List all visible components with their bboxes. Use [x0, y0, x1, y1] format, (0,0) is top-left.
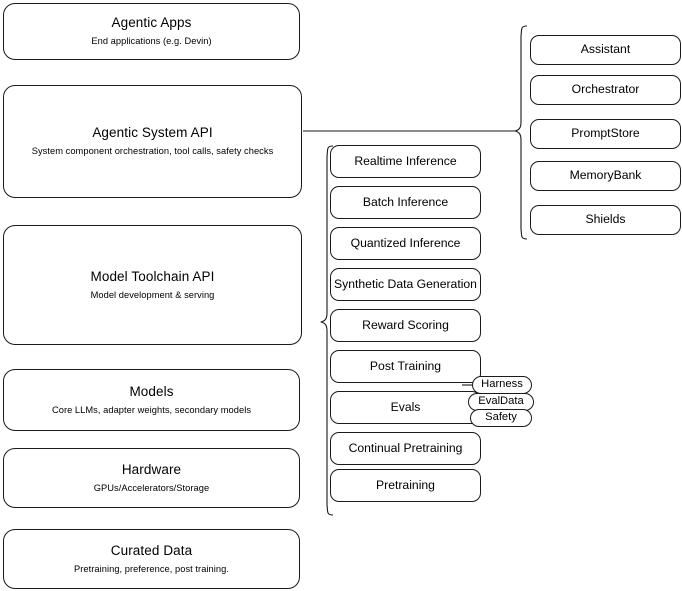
layer-title: Hardware — [121, 461, 182, 477]
layer-models[interactable]: Models Core LLMs, adapter weights, secon… — [3, 369, 300, 431]
system-item-assistant[interactable]: Assistant — [530, 35, 681, 65]
system-item-orchestrator[interactable]: Orchestrator — [530, 75, 681, 105]
layer-title: Agentic System API — [92, 125, 213, 141]
toolchain-item-pretraining[interactable]: Pretraining — [330, 469, 481, 502]
toolchain-item-label: Pretraining — [376, 477, 435, 492]
layer-title: Curated Data — [110, 542, 193, 558]
toolchain-item-label: Reward Scoring — [362, 317, 449, 332]
toolchain-item-label: Post Training — [369, 358, 442, 373]
layer-agentic-apps[interactable]: Agentic Apps End applications (e.g. Devi… — [3, 3, 300, 60]
layer-subtitle: Core LLMs, adapter weights, secondary mo… — [51, 404, 252, 415]
evals-badge-safety[interactable]: Safety — [470, 409, 532, 427]
system-item-label: PromptStore — [571, 126, 640, 141]
toolchain-item-label: Quantized Inference — [350, 235, 461, 250]
evals-badge-label: Safety — [485, 411, 517, 424]
layer-curated-data[interactable]: Curated Data Pretraining, preference, po… — [3, 529, 300, 589]
layer-title: Model Toolchain API — [90, 268, 215, 284]
toolchain-item-label: Continual Pretraining — [348, 440, 463, 455]
layer-subtitle: Model development & serving — [90, 289, 215, 300]
system-item-promptstore[interactable]: PromptStore — [530, 119, 681, 149]
system-item-label: Orchestrator — [571, 82, 640, 97]
toolchain-item-synthetic-data-generation[interactable]: Synthetic Data Generation — [330, 268, 481, 301]
system-item-shields[interactable]: Shields — [530, 205, 681, 235]
layer-model-toolchain-api[interactable]: Model Toolchain API Model development & … — [3, 225, 302, 345]
toolchain-item-label: Batch Inference — [362, 194, 449, 209]
layer-subtitle: End applications (e.g. Devin) — [91, 36, 212, 47]
evals-badge-harness[interactable]: Harness — [472, 376, 532, 394]
toolchain-item-post-training[interactable]: Post Training — [330, 350, 481, 383]
toolchain-item-quantized-inference[interactable]: Quantized Inference — [330, 227, 481, 260]
toolchain-item-reward-scoring[interactable]: Reward Scoring — [330, 309, 481, 342]
layer-title: Models — [129, 383, 174, 399]
toolchain-item-batch-inference[interactable]: Batch Inference — [330, 186, 481, 219]
toolchain-item-label: Evals — [390, 399, 421, 414]
layer-subtitle: System component orchestration, tool cal… — [31, 146, 274, 157]
system-item-memorybank[interactable]: MemoryBank — [530, 161, 681, 191]
system-item-label: Shields — [585, 212, 626, 227]
toolchain-item-label: Synthetic Data Generation — [334, 276, 477, 291]
evals-badge-label: Harness — [481, 378, 523, 391]
brace-system-components — [514, 25, 528, 240]
toolchain-item-label: Realtime Inference — [354, 153, 457, 168]
layer-hardware[interactable]: Hardware GPUs/Accelerators/Storage — [3, 448, 300, 508]
toolchain-item-evals[interactable]: Evals — [330, 391, 481, 424]
evals-badge-label: EvalData — [478, 395, 524, 408]
layer-subtitle: Pretraining, preference, post training. — [74, 563, 229, 574]
system-item-label: MemoryBank — [569, 168, 642, 183]
layer-title: Agentic Apps — [111, 15, 192, 31]
toolchain-item-realtime-inference[interactable]: Realtime Inference — [330, 145, 481, 178]
layer-subtitle: GPUs/Accelerators/Storage — [93, 482, 210, 493]
system-item-label: Assistant — [580, 42, 631, 57]
toolchain-item-continual-pretraining[interactable]: Continual Pretraining — [330, 432, 481, 465]
layer-agentic-system-api[interactable]: Agentic System API System component orch… — [3, 85, 302, 198]
